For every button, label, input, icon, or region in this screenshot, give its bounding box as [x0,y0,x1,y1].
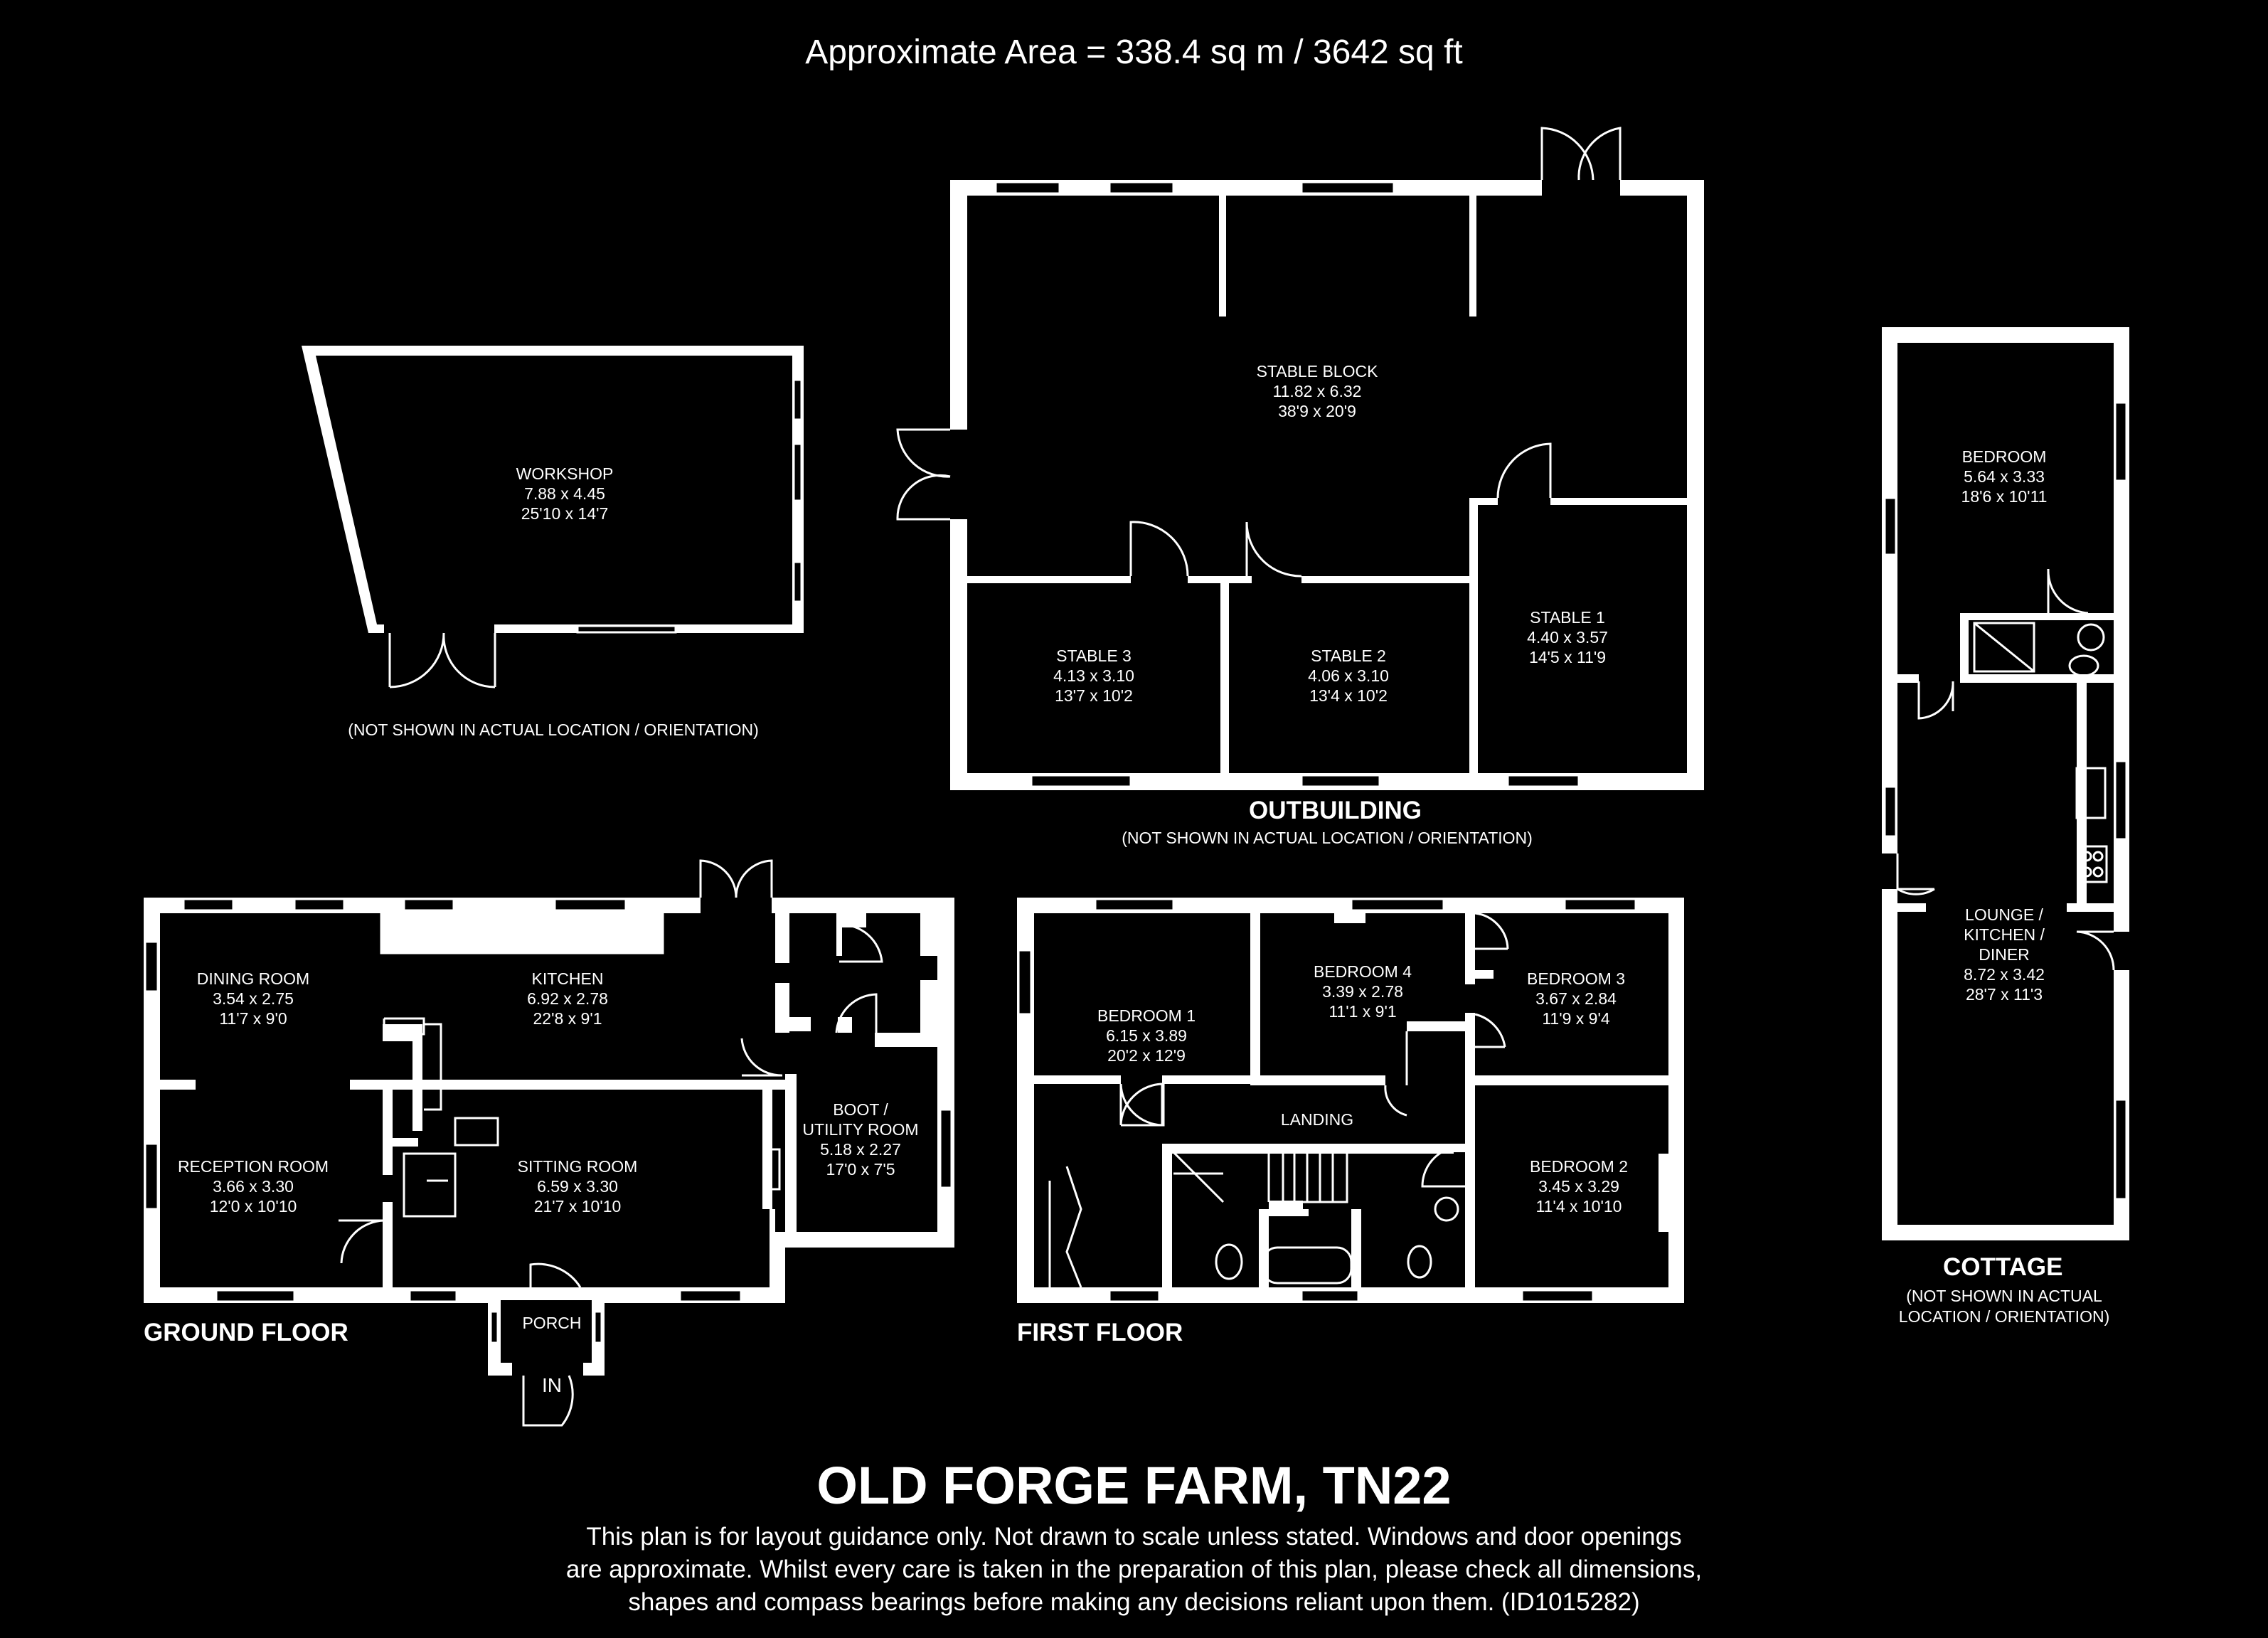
room-metric: 8.72 x 3.42 [1964,965,2045,984]
entrance-label: IN [542,1374,562,1396]
room-name: LANDING [1280,1110,1354,1129]
room-name: STABLE 2 [1311,647,1386,665]
room-imperial: 11'4 x 10'10 [1535,1197,1622,1216]
room-imperial: 28'7 x 11'3 [1965,985,2043,1004]
room-name: BEDROOM [1961,447,2047,466]
approximate-area: Approximate Area = 338.4 sq m / 3642 sq … [805,33,1463,71]
room-imperial: 20'2 x 12'9 [1107,1046,1186,1065]
room-name: STABLE 1 [1530,608,1605,627]
room-name: BEDROOM 3 [1526,969,1626,988]
cottage-note-line-2: LOCATION / ORIENTATION) [1898,1307,2110,1326]
workshop-walls [302,346,804,688]
room-name: WORKSHOP [516,464,614,483]
room-metric: 3.45 x 3.29 [1538,1177,1619,1196]
room-reception-room: RECEPTION ROOM 3.66 x 3.30 12'0 x 10'10 [178,1156,329,1216]
outbuilding-label: OUTBUILDING [1249,797,1422,824]
first-floor-label: FIRST FLOOR [1017,1319,1183,1346]
room-stable-1: STABLE 1 4.40 x 3.57 14'5 x 11'9 [1527,607,1608,667]
property-title: OLD FORGE FARM, TN22 [816,1456,1452,1515]
disclaimer-line-3: shapes and compass bearings before makin… [628,1588,1640,1616]
room-name-3: DINER [1979,945,2030,964]
room-landing: LANDING [1281,1110,1353,1129]
room-workshop: WORKSHOP 7.88 x 4.45 25'10 x 14'7 [516,464,614,523]
room-imperial: 11'9 x 9'4 [1542,1009,1610,1028]
room-imperial: 18'6 x 10'11 [1961,487,2048,506]
room-name: SITTING ROOM [517,1157,638,1176]
room-imperial: 13'7 x 10'2 [1055,686,1133,705]
room-sitting-room: SITTING ROOM 6.59 x 3.30 21'7 x 10'10 [518,1156,638,1216]
room-metric: 6.92 x 2.78 [527,989,608,1008]
room-name: BEDROOM 2 [1529,1157,1629,1176]
room-name: PORCH [522,1314,582,1332]
room-metric: 7.88 x 4.45 [524,484,605,503]
room-name: RECEPTION ROOM [177,1157,329,1176]
room-metric: 4.13 x 3.10 [1053,666,1134,685]
first-floor-walls [1017,898,1684,1303]
room-metric: 4.40 x 3.57 [1527,628,1608,647]
room-metric: 3.39 x 2.78 [1322,982,1403,1001]
room-metric: 6.59 x 3.30 [537,1177,618,1196]
room-metric: 6.15 x 3.89 [1106,1026,1187,1045]
room-lounge-kitchen-diner: LOUNGE / KITCHEN / DINER 8.72 x 3.42 28'… [1964,905,2045,1004]
room-bedroom-1: BEDROOM 1 6.15 x 3.89 20'2 x 12'9 [1097,1006,1196,1065]
room-name: DINING ROOM [196,969,310,988]
room-metric: 3.66 x 3.30 [213,1177,294,1196]
cottage-note: (NOT SHOWN IN ACTUAL LOCATION / ORIENTAT… [1899,1286,2109,1327]
room-imperial: 25'10 x 14'7 [521,504,609,523]
outbuilding-note: (NOT SHOWN IN ACTUAL LOCATION / ORIENTAT… [1122,829,1533,847]
room-name: BOOT / [833,1100,888,1119]
room-metric: 4.06 x 3.10 [1308,666,1389,685]
room-bedroom-4: BEDROOM 4 3.39 x 2.78 11'1 x 9'1 [1314,962,1412,1021]
room-name: STABLE BLOCK [1256,362,1378,381]
room-metric: 5.18 x 2.27 [820,1140,901,1159]
kitchen-fittings [457,916,657,949]
room-metric: 3.54 x 2.75 [213,989,294,1008]
room-name: BEDROOM 1 [1097,1006,1196,1025]
room-imperial: 14'5 x 11'9 [1528,648,1607,666]
room-imperial: 22'8 x 9'1 [533,1009,602,1028]
room-imperial: 13'4 x 10'2 [1309,686,1388,705]
room-imperial: 21'7 x 10'10 [533,1197,622,1216]
room-imperial: 38'9 x 20'9 [1278,402,1356,420]
room-imperial: 11'7 x 9'0 [219,1009,287,1028]
room-metric: 3.67 x 2.84 [1535,989,1617,1008]
room-name-2: UTILITY ROOM [802,1120,919,1139]
cottage-label: COTTAGE [1943,1253,2063,1281]
room-metric: 5.64 x 3.33 [1964,467,2045,486]
cottage-walls [1882,327,2129,1240]
workshop-note: (NOT SHOWN IN ACTUAL LOCATION / ORIENTAT… [348,720,759,739]
room-name: STABLE 3 [1056,647,1132,665]
disclaimer-line-1: This plan is for layout guidance only. N… [586,1523,1682,1551]
disclaimer-line-2: are approximate. Whilst every care is ta… [565,1555,1703,1583]
ground-floor-label: GROUND FLOOR [144,1319,348,1346]
room-stable-2: STABLE 2 4.06 x 3.10 13'4 x 10'2 [1308,646,1389,706]
room-cottage-bedroom: BEDROOM 5.64 x 3.33 18'6 x 10'11 [1961,447,2048,506]
room-name: BEDROOM 4 [1313,962,1412,981]
room-porch: PORCH [522,1313,581,1333]
disclaimer: This plan is for layout guidance only. N… [0,1521,2268,1619]
room-imperial: 11'1 x 9'1 [1329,1002,1397,1021]
room-name-2: KITCHEN / [1964,925,2045,944]
room-dining-room: DINING ROOM 3.54 x 2.75 11'7 x 9'0 [197,969,309,1028]
room-kitchen: KITCHEN 6.92 x 2.78 22'8 x 9'1 [527,969,608,1028]
room-bedroom-3: BEDROOM 3 3.67 x 2.84 11'9 x 9'4 [1527,969,1625,1028]
room-boot-utility: BOOT / UTILITY ROOM 5.18 x 2.27 17'0 x 7… [802,1100,918,1179]
room-name: KITCHEN [531,969,604,988]
room-stable-3: STABLE 3 4.13 x 3.10 13'7 x 10'2 [1053,646,1134,706]
room-imperial: 17'0 x 7'5 [826,1160,895,1179]
room-stable-block: STABLE BLOCK 11.82 x 6.32 38'9 x 20'9 [1257,361,1378,421]
cottage-note-line-1: (NOT SHOWN IN ACTUAL [1906,1287,2102,1305]
room-bedroom-2: BEDROOM 2 3.45 x 3.29 11'4 x 10'10 [1530,1156,1628,1216]
room-metric: 11.82 x 6.32 [1272,382,1362,400]
room-name: LOUNGE / [1965,905,2043,924]
outbuilding-walls [896,127,1704,790]
room-imperial: 12'0 x 10'10 [209,1197,297,1216]
